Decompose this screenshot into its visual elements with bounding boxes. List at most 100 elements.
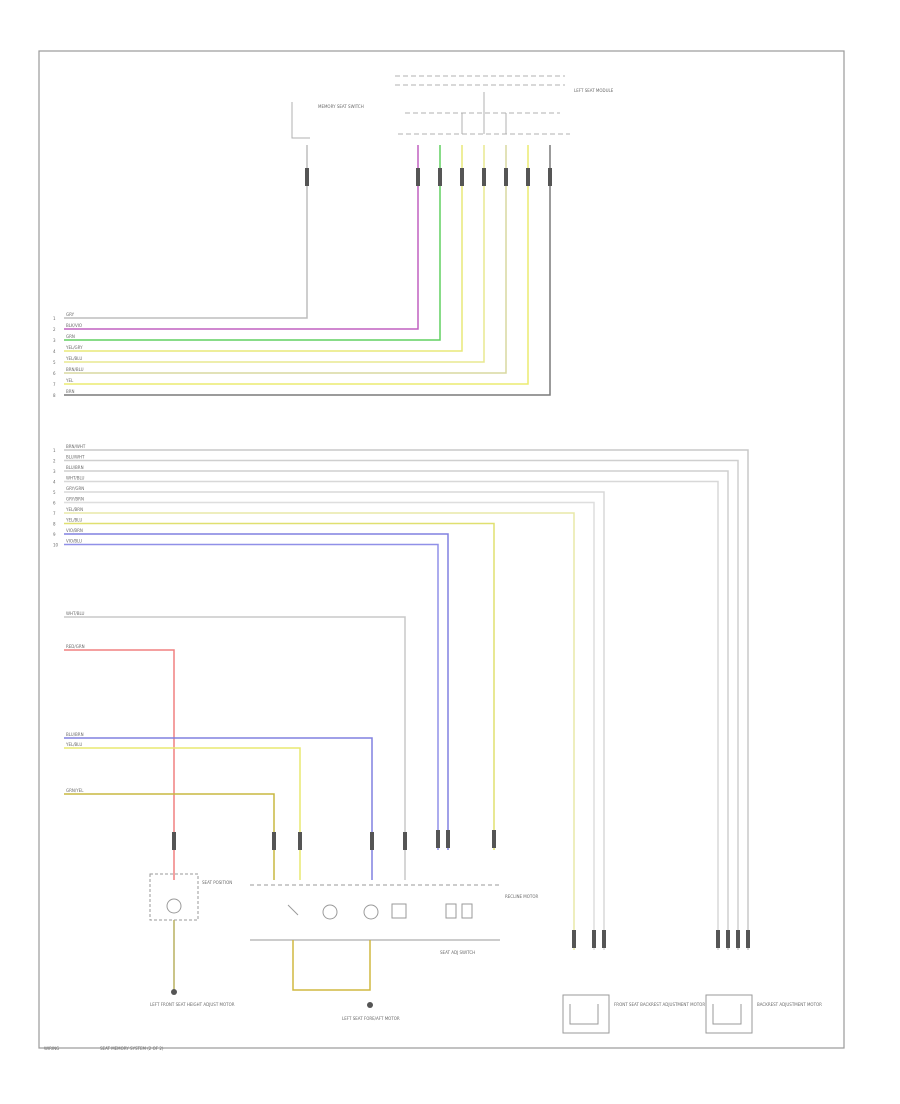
middle-wire-label: BLU/WHT <box>66 455 85 460</box>
middle-wire: 2 BLU/WHT <box>53 455 740 950</box>
lower-wire: GRN/YEL <box>64 788 276 880</box>
top-connector: LEFT SEAT MODULE <box>395 75 614 135</box>
backrest-motor-1: FRONT SEAT BACKREST ADJUSTMENT MOTOR <box>562 994 705 1034</box>
wire-connector <box>482 168 486 186</box>
middle-wire-label: BLU/BRN <box>66 465 84 470</box>
wire-pin-number: 4 <box>53 349 56 354</box>
backrest-motor-1-label: FRONT SEAT BACKREST ADJUSTMENT MOTOR <box>614 1002 705 1007</box>
wire-connector <box>446 830 450 848</box>
wire-pin-number: 3 <box>53 338 56 343</box>
upper-wire: 5 YEL/BLU <box>53 145 486 365</box>
wire-connector <box>572 930 576 948</box>
middle-wire: 10 VIO/BLU <box>53 539 440 850</box>
wire-connector <box>548 168 552 186</box>
lower-wire: BLU/BRN <box>64 732 374 880</box>
wire-connector <box>526 168 530 186</box>
middle-wire-label: VIO/BRN <box>66 528 83 533</box>
upper-wire: 3 GRN <box>53 145 442 343</box>
wire-connector <box>438 168 442 186</box>
middle-wire: 9 VIO/BRN <box>53 528 450 850</box>
wire-connector <box>298 832 302 850</box>
wire-connector <box>592 930 596 948</box>
middle-wire-label: VIO/BLU <box>66 539 82 544</box>
lower-wire-label: WHT/BLU <box>66 611 85 616</box>
upper-wire-label: YEL/GRY <box>65 345 83 350</box>
lower-wire-label: RED/GRN <box>66 644 85 649</box>
wire-connector <box>172 832 176 850</box>
footer-center-text: SEAT MEMORY SYSTEM (2 OF 2) <box>100 1046 164 1051</box>
upper-wire-label: GRY <box>66 312 75 317</box>
backrest-motor-2-label: BACKREST ADJUSTMENT MOTOR <box>757 1002 822 1007</box>
lower-wire-label: GRN/YEL <box>66 788 84 793</box>
wire-layer: 1GRY2BLK/VIO3GRN4YEL/GRY5YEL/BLU6BRN/BLU… <box>53 145 750 950</box>
height-motor-label: LEFT FRONT SEAT HEIGHT ADJUST MOTOR <box>150 1002 235 1007</box>
upper-wire: 8 BRN <box>53 145 552 398</box>
middle-wire-label: WHT/BLU <box>66 476 85 481</box>
lower-wire: RED/GRN <box>64 644 176 880</box>
wire-pin-number: 7 <box>53 382 56 387</box>
wire-pin-number: 5 <box>53 360 56 365</box>
ground-center: LEFT SEAT FORE/AFT MOTOR <box>292 940 400 1021</box>
wire-connector <box>716 930 720 948</box>
seat-adjust-switch: RECLINE MOTOR SEAT ADJ SWITCH <box>250 884 538 955</box>
upper-wire: 2 BLK/VIO <box>53 145 420 332</box>
seat-height-motor: SEAT POSITION <box>149 873 232 921</box>
wire-connector <box>416 168 420 186</box>
wire-connector <box>726 930 730 948</box>
wire-pin-number: 10 <box>53 543 59 548</box>
seat-position-label: SEAT POSITION <box>202 880 232 885</box>
lower-wire-label: YEL/BLU <box>65 742 82 747</box>
lower-wire: YEL/BLU <box>64 742 302 880</box>
lower-wire-label: BLU/BRN <box>66 732 84 737</box>
wire-pin-number: 5 <box>53 490 56 495</box>
footer-left-text: WIRING <box>44 1046 59 1051</box>
wire-pin-number: 3 <box>53 469 56 474</box>
upper-wire-label: BLK/VIO <box>66 323 82 328</box>
wire-pin-number: 2 <box>53 459 56 464</box>
backrest-motor-2: BACKREST ADJUSTMENT MOTOR <box>705 994 822 1034</box>
ground-left: LEFT FRONT SEAT HEIGHT ADJUST MOTOR <box>150 920 235 1007</box>
upper-wire: 4 YEL/GRY <box>53 145 464 354</box>
upper-wire-label: YEL/BLU <box>65 356 82 361</box>
recline-motor-label: RECLINE MOTOR <box>505 894 538 899</box>
wire-pin-number: 2 <box>53 327 56 332</box>
wire-pin-number: 8 <box>53 393 56 398</box>
memory-switch-label: MEMORY SEAT SWITCH <box>318 104 364 109</box>
wire-pin-number: 4 <box>53 480 56 485</box>
diagram-border <box>38 50 845 1049</box>
memory-switch: MEMORY SEAT SWITCH <box>291 102 364 139</box>
wire-pin-number: 7 <box>53 511 56 516</box>
wire-connector <box>504 168 508 186</box>
lower-wire: WHT/BLU <box>64 611 407 880</box>
wire-pin-number: 8 <box>53 522 56 527</box>
wire-connector <box>460 168 464 186</box>
wire-pin-number: 1 <box>53 448 56 453</box>
upper-wire: 7 YEL <box>53 145 530 387</box>
middle-wire-label: GRY/GRN <box>66 486 84 491</box>
middle-wire: 5 GRY/GRN <box>53 486 606 950</box>
upper-wire-label: BRN <box>66 389 75 394</box>
fore-aft-motor-label: LEFT SEAT FORE/AFT MOTOR <box>342 1016 400 1021</box>
middle-wire-label: YEL/BLU <box>65 518 82 523</box>
upper-wire-label: GRN <box>66 334 75 339</box>
wire-connector <box>736 930 740 948</box>
wire-connector <box>602 930 606 948</box>
wire-connector <box>370 832 374 850</box>
seat-adjust-switch-label: SEAT ADJ SWITCH <box>440 950 475 955</box>
middle-wire-label: YEL/BRN <box>65 507 83 512</box>
wire-pin-number: 9 <box>53 532 56 537</box>
wire-pin-number: 6 <box>53 501 56 506</box>
upper-wire-label: YEL <box>65 378 74 383</box>
middle-wire-label: GRY/BRN <box>66 497 84 502</box>
top-connector-label: LEFT SEAT MODULE <box>574 88 614 93</box>
wire-connector <box>492 830 496 848</box>
wire-pin-number: 6 <box>53 371 56 376</box>
